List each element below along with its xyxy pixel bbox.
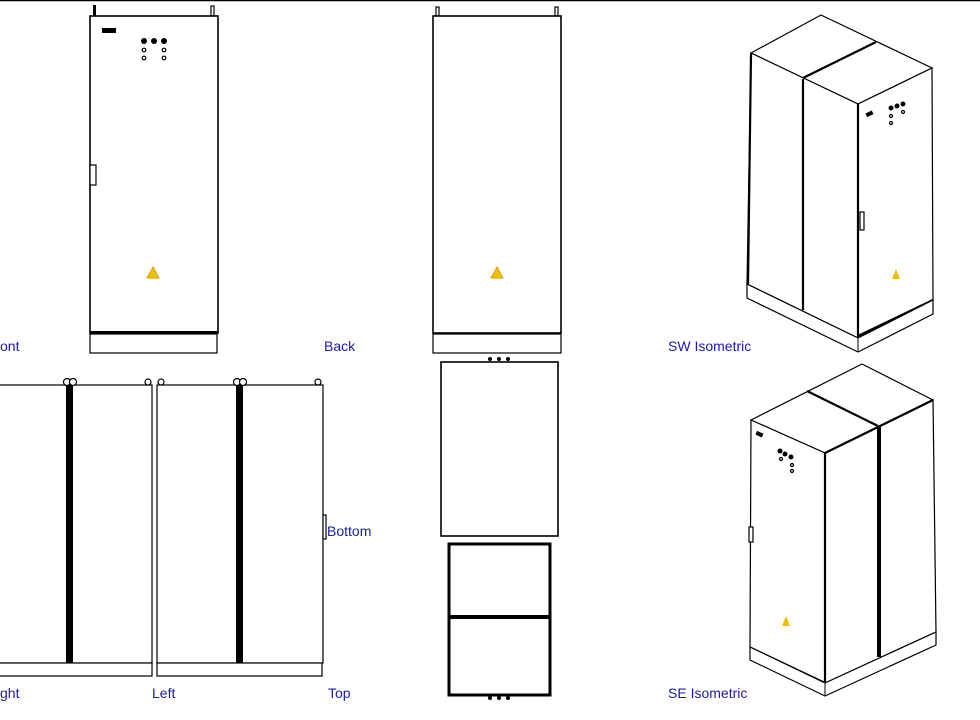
nameplate	[102, 28, 116, 33]
plan-outline	[440, 361, 559, 537]
plan-divider	[449, 615, 550, 619]
frame-post	[236, 385, 243, 663]
door-handle	[748, 526, 754, 543]
control-buttons	[141, 38, 167, 61]
right-view[interactable]	[0, 377, 153, 677]
plan-outline	[447, 542, 552, 697]
control-buttons	[488, 696, 510, 700]
cabinet-back-panel	[432, 15, 562, 334]
side-panel	[0, 384, 153, 664]
door-handle	[89, 164, 97, 186]
warning-triangle-icon	[490, 265, 504, 279]
bottom-view-label[interactable]: Bottom	[327, 523, 372, 539]
plinth	[89, 333, 218, 354]
se-isometric-view[interactable]	[748, 363, 937, 697]
plinth	[0, 662, 153, 677]
edge	[746, 53, 753, 285]
front-view-label[interactable]: ont	[0, 338, 20, 354]
door-handle	[322, 514, 327, 540]
top-divider	[806, 390, 879, 427]
left-view[interactable]	[156, 377, 327, 677]
control-buttons	[777, 448, 795, 474]
sw-isometric-view[interactable]	[746, 14, 934, 353]
lifting-eye	[435, 6, 440, 17]
se-isometric-label[interactable]: SE Isometric	[668, 685, 748, 701]
right-view-label[interactable]: ght	[0, 685, 20, 701]
nameplate	[865, 110, 874, 118]
door-handle	[859, 211, 865, 231]
top-plan-view[interactable]	[447, 542, 552, 700]
warning-triangle-icon	[782, 616, 790, 626]
lifting-eye	[93, 5, 96, 16]
control-buttons	[888, 101, 906, 126]
sw-isometric-label[interactable]: SW Isometric	[668, 338, 752, 354]
plinth	[156, 662, 323, 677]
top-view-label[interactable]: Top	[328, 685, 351, 701]
frame-post	[66, 385, 73, 663]
cabinet-door	[89, 15, 219, 334]
plinth	[432, 333, 562, 354]
warning-triangle-icon	[892, 269, 900, 279]
back-view-label[interactable]: Back	[324, 338, 356, 354]
warning-triangle-icon	[146, 265, 160, 279]
front-face	[749, 419, 826, 684]
door-bottom-edge	[90, 331, 218, 334]
front-face	[857, 67, 934, 339]
front-view[interactable]	[89, 5, 219, 354]
nameplate	[755, 430, 764, 438]
lifting-eye	[210, 5, 215, 17]
lifting-eye	[554, 6, 559, 17]
top-divider	[802, 41, 877, 79]
bottom-plan-view[interactable]	[440, 357, 559, 537]
control-buttons	[488, 357, 510, 361]
left-view-label[interactable]: Left	[152, 685, 176, 701]
back-view[interactable]	[432, 6, 562, 354]
